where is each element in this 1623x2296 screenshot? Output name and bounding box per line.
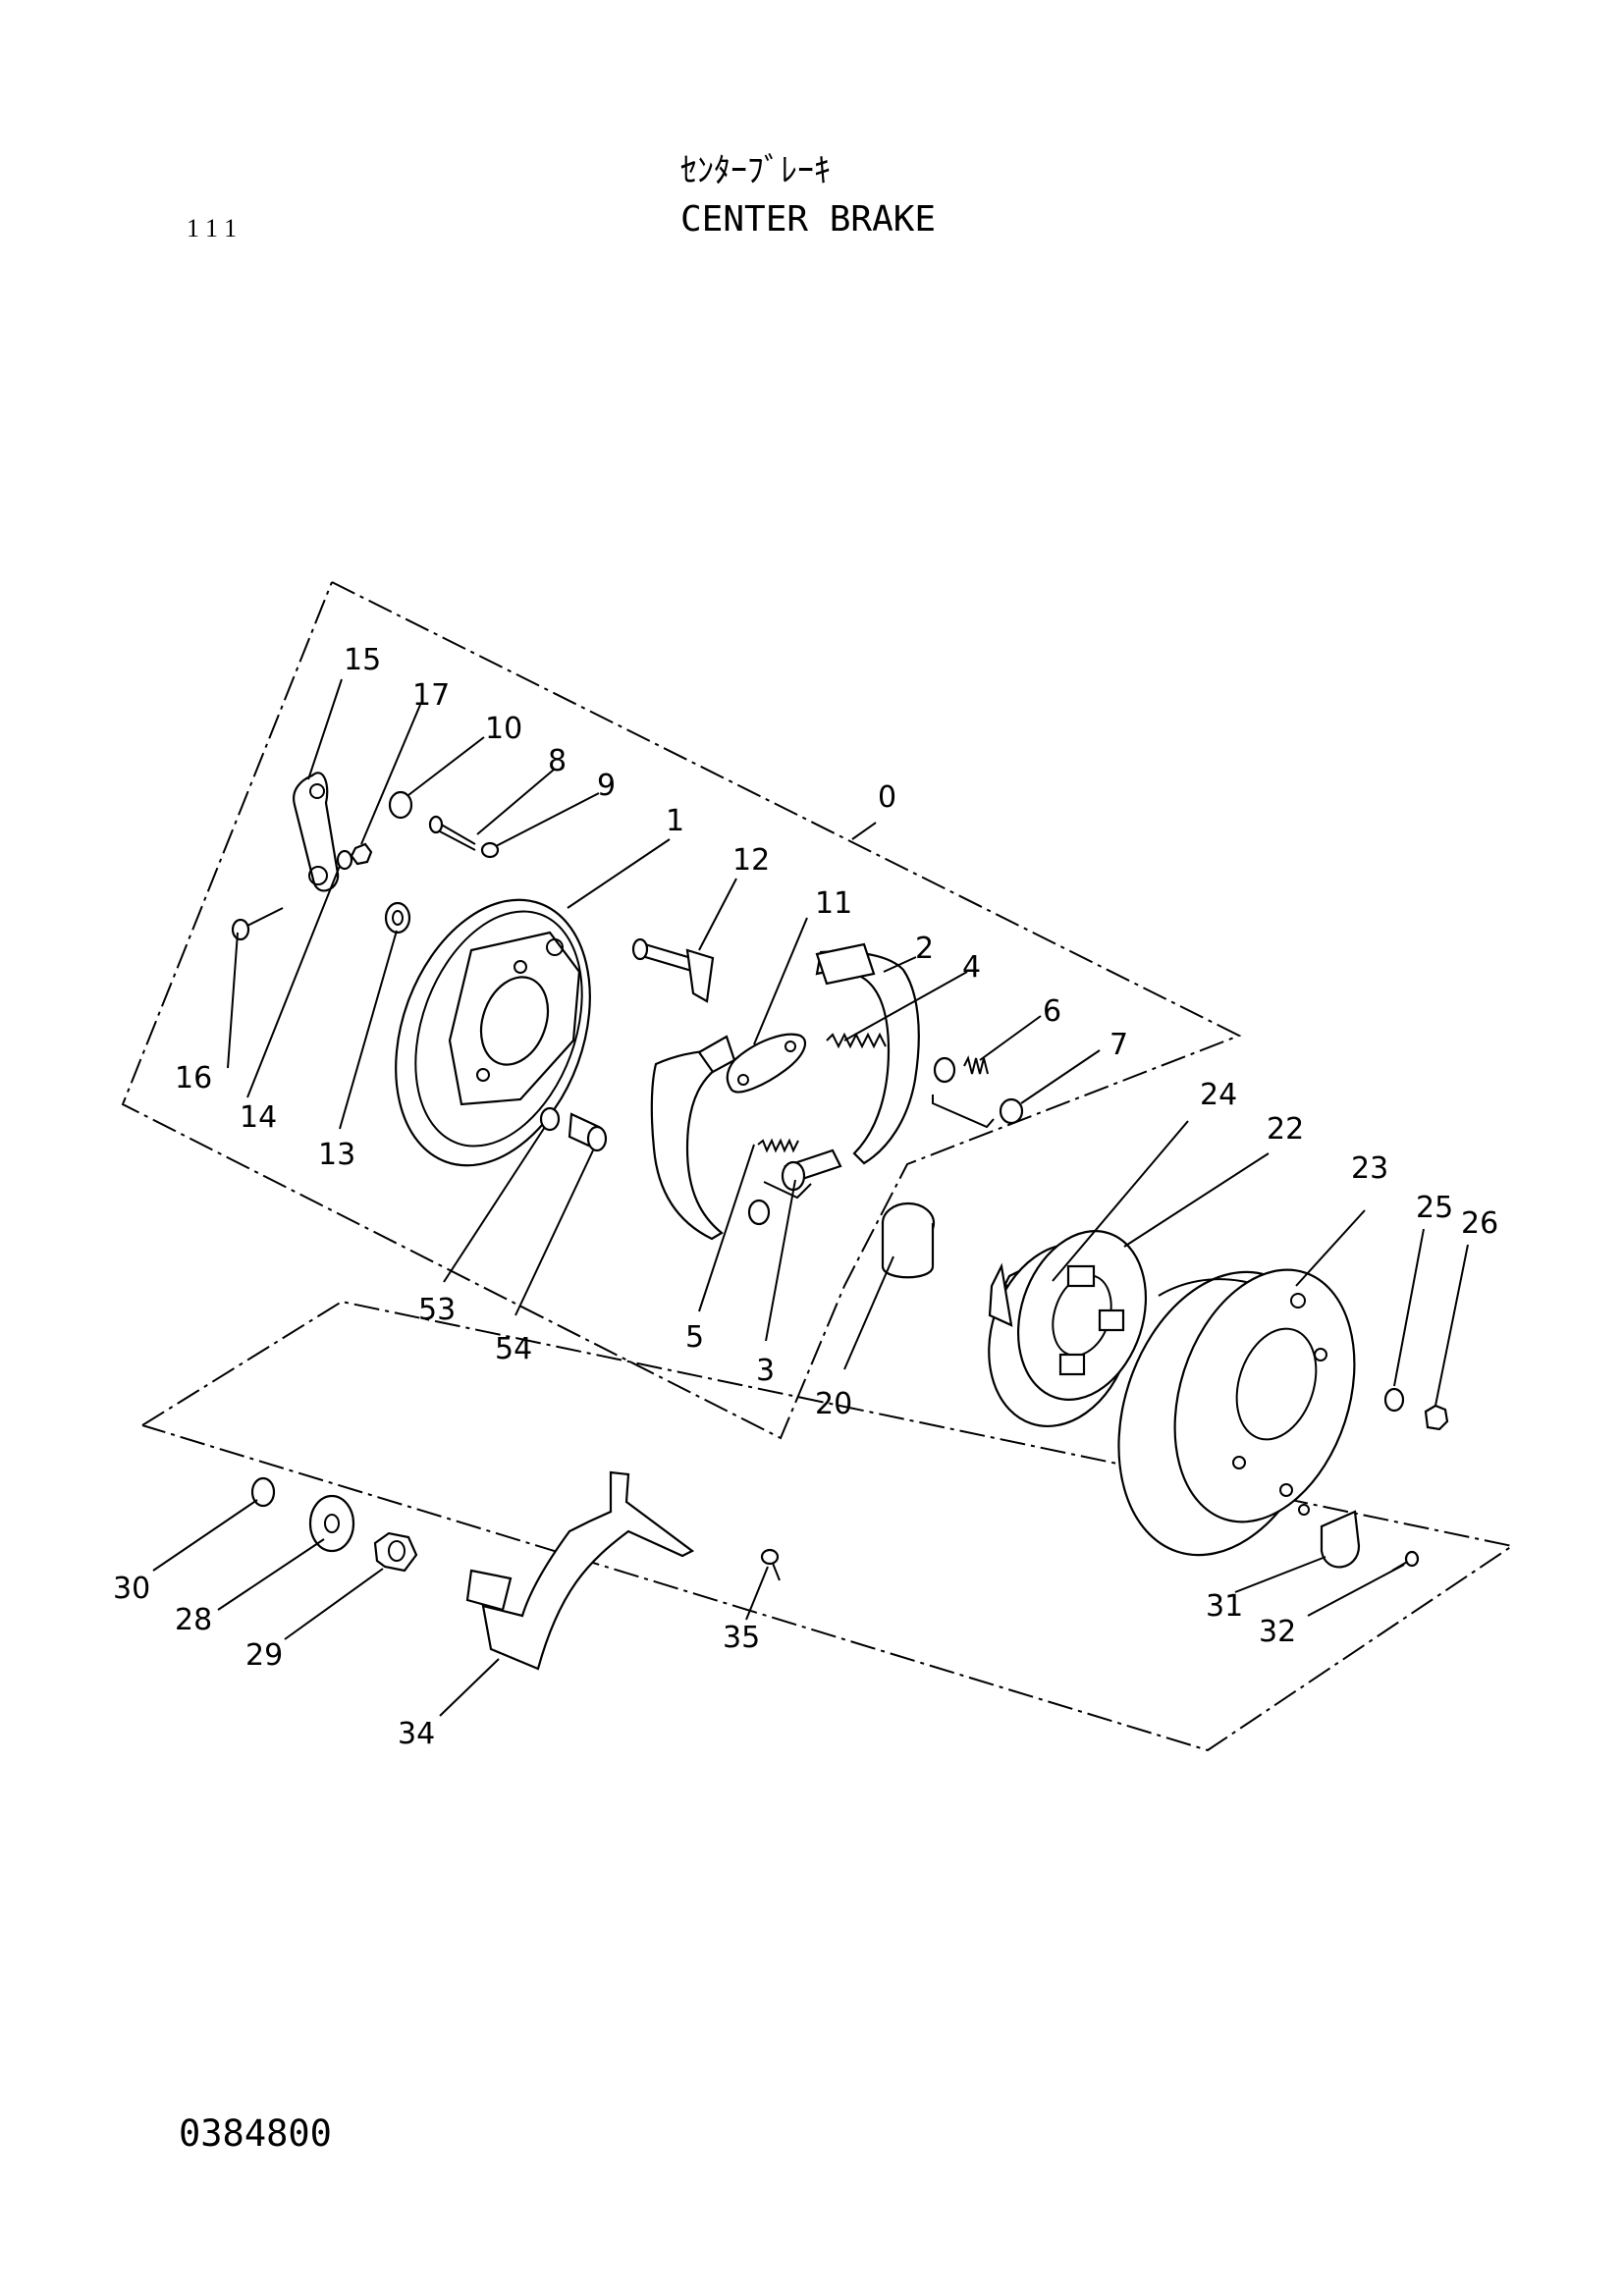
callout-34: 34 (398, 1717, 435, 1751)
callout-14: 14 (240, 1100, 277, 1135)
callout-labels: 0 1 2 3 4 5 6 7 8 9 10 11 12 13 14 15 16… (113, 643, 1498, 1751)
part-4-spring (826, 1032, 887, 1049)
callout-54: 54 (495, 1332, 532, 1366)
part-8-pin (428, 815, 476, 851)
callout-7: 7 (1109, 1028, 1128, 1062)
part-23-brake-drum (1117, 1268, 1356, 1557)
callout-3: 3 (756, 1354, 775, 1388)
callout-16: 16 (175, 1061, 212, 1095)
callout-31: 31 (1206, 1589, 1243, 1624)
callout-4: 4 (962, 950, 981, 985)
page-number: 111 (187, 214, 244, 242)
part-5-spring (757, 1138, 799, 1153)
part-31-plate (1320, 1510, 1361, 1569)
part-26-nut (1424, 1404, 1449, 1431)
title-japanese: ｾﾝﾀｰﾌﾞﾚｰｷ (680, 151, 831, 190)
callout-32: 32 (1259, 1615, 1296, 1649)
assembly-boundary-upper (121, 581, 1242, 1440)
callout-6: 6 (1043, 994, 1061, 1029)
drawing-number: 0384800 (179, 2112, 332, 2155)
callout-13: 13 (318, 1138, 355, 1172)
part-7-washer (999, 1097, 1024, 1125)
part-11-link (726, 1033, 807, 1094)
part-30-ring (250, 1476, 276, 1508)
part-35-screw (760, 1548, 781, 1581)
callout-28: 28 (175, 1603, 212, 1637)
callout-2: 2 (915, 932, 934, 966)
part-32-screw (1391, 1550, 1420, 1572)
callout-8: 8 (548, 744, 567, 778)
group-bracket-6-7 (932, 1095, 995, 1129)
callout-5: 5 (685, 1320, 704, 1355)
part-washer-upper (933, 1056, 956, 1084)
callout-9: 9 (597, 769, 616, 803)
part-20-bushing (881, 1201, 936, 1279)
callout-35: 35 (723, 1621, 760, 1655)
part-53-washer (539, 1106, 561, 1132)
callout-11: 11 (815, 886, 852, 921)
part-15-lever-arm (293, 772, 340, 892)
title-english: CENTER BRAKE (680, 199, 937, 240)
callout-10: 10 (485, 712, 522, 746)
part-34-cover-bracket (465, 1470, 695, 1671)
callout-22: 22 (1267, 1112, 1304, 1147)
assembly-boundary-lower (141, 1300, 1515, 1752)
part-6-spring (963, 1055, 989, 1075)
callout-53: 53 (418, 1293, 456, 1327)
callout-24: 24 (1200, 1078, 1237, 1112)
part-10-cap (388, 790, 413, 820)
part-22-hub-flange (988, 1230, 1148, 1428)
callout-15: 15 (344, 643, 381, 677)
callout-29: 29 (245, 1638, 283, 1673)
part-13-washer (384, 901, 411, 934)
part-17-nut (350, 842, 373, 866)
callout-23: 23 (1351, 1151, 1388, 1186)
callout-30: 30 (113, 1572, 150, 1606)
part-3-adjuster (747, 1148, 842, 1226)
brake-shoe-left (650, 1035, 736, 1241)
part-29-nut (373, 1531, 418, 1573)
part-25-washer (1383, 1387, 1405, 1413)
part-54-bolt (568, 1112, 608, 1152)
brake-shoe-right (815, 942, 920, 1165)
callout-26: 26 (1461, 1206, 1498, 1241)
part-12-cam (631, 937, 715, 1003)
part-14-washer (336, 849, 353, 871)
callout-0: 0 (878, 780, 896, 815)
part-1-backing-plate (395, 898, 591, 1167)
callout-1: 1 (666, 804, 684, 838)
callout-25: 25 (1416, 1191, 1453, 1225)
part-9-washer (480, 841, 500, 859)
callout-20: 20 (815, 1387, 852, 1421)
part-28-washer (308, 1494, 355, 1553)
part-16-bolt (231, 907, 284, 941)
callout-17: 17 (412, 678, 450, 713)
callout-12: 12 (732, 843, 770, 878)
leader-lines (152, 678, 1469, 1717)
